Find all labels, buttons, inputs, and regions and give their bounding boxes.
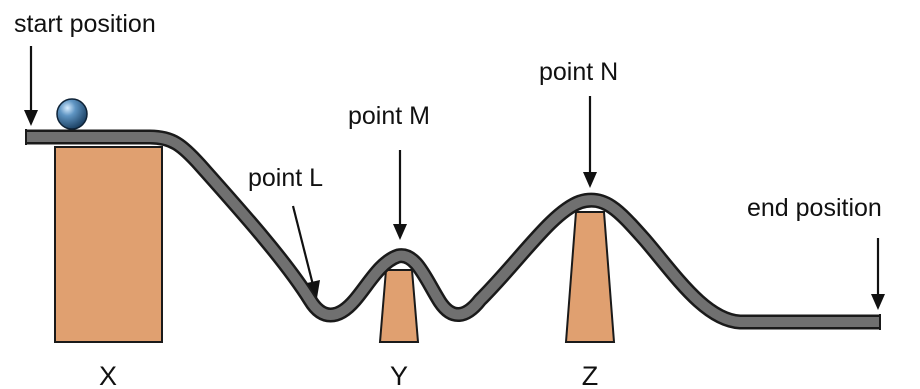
point-l-arrow-line [291, 205, 315, 286]
end-position-label: end position [747, 194, 882, 222]
track [26, 132, 880, 327]
support-y [378, 269, 420, 343]
point-n-label: point N [539, 58, 618, 86]
support-x-label: X [99, 361, 117, 389]
end-arrow-head [871, 294, 885, 310]
point-m-arrow-head [393, 224, 407, 240]
support-z-label: Z [582, 361, 599, 389]
support-z [564, 211, 616, 343]
ball [56, 98, 88, 130]
point-l-arrow-head [307, 280, 320, 298]
point-n-arrow-head [583, 172, 597, 188]
point-m-label: point M [348, 102, 430, 130]
support-x [54, 146, 163, 343]
support-y-label: Y [390, 361, 408, 389]
start-position-label: start position [14, 10, 156, 38]
start-arrow-head [24, 110, 38, 126]
point-l-label: point L [248, 164, 323, 192]
